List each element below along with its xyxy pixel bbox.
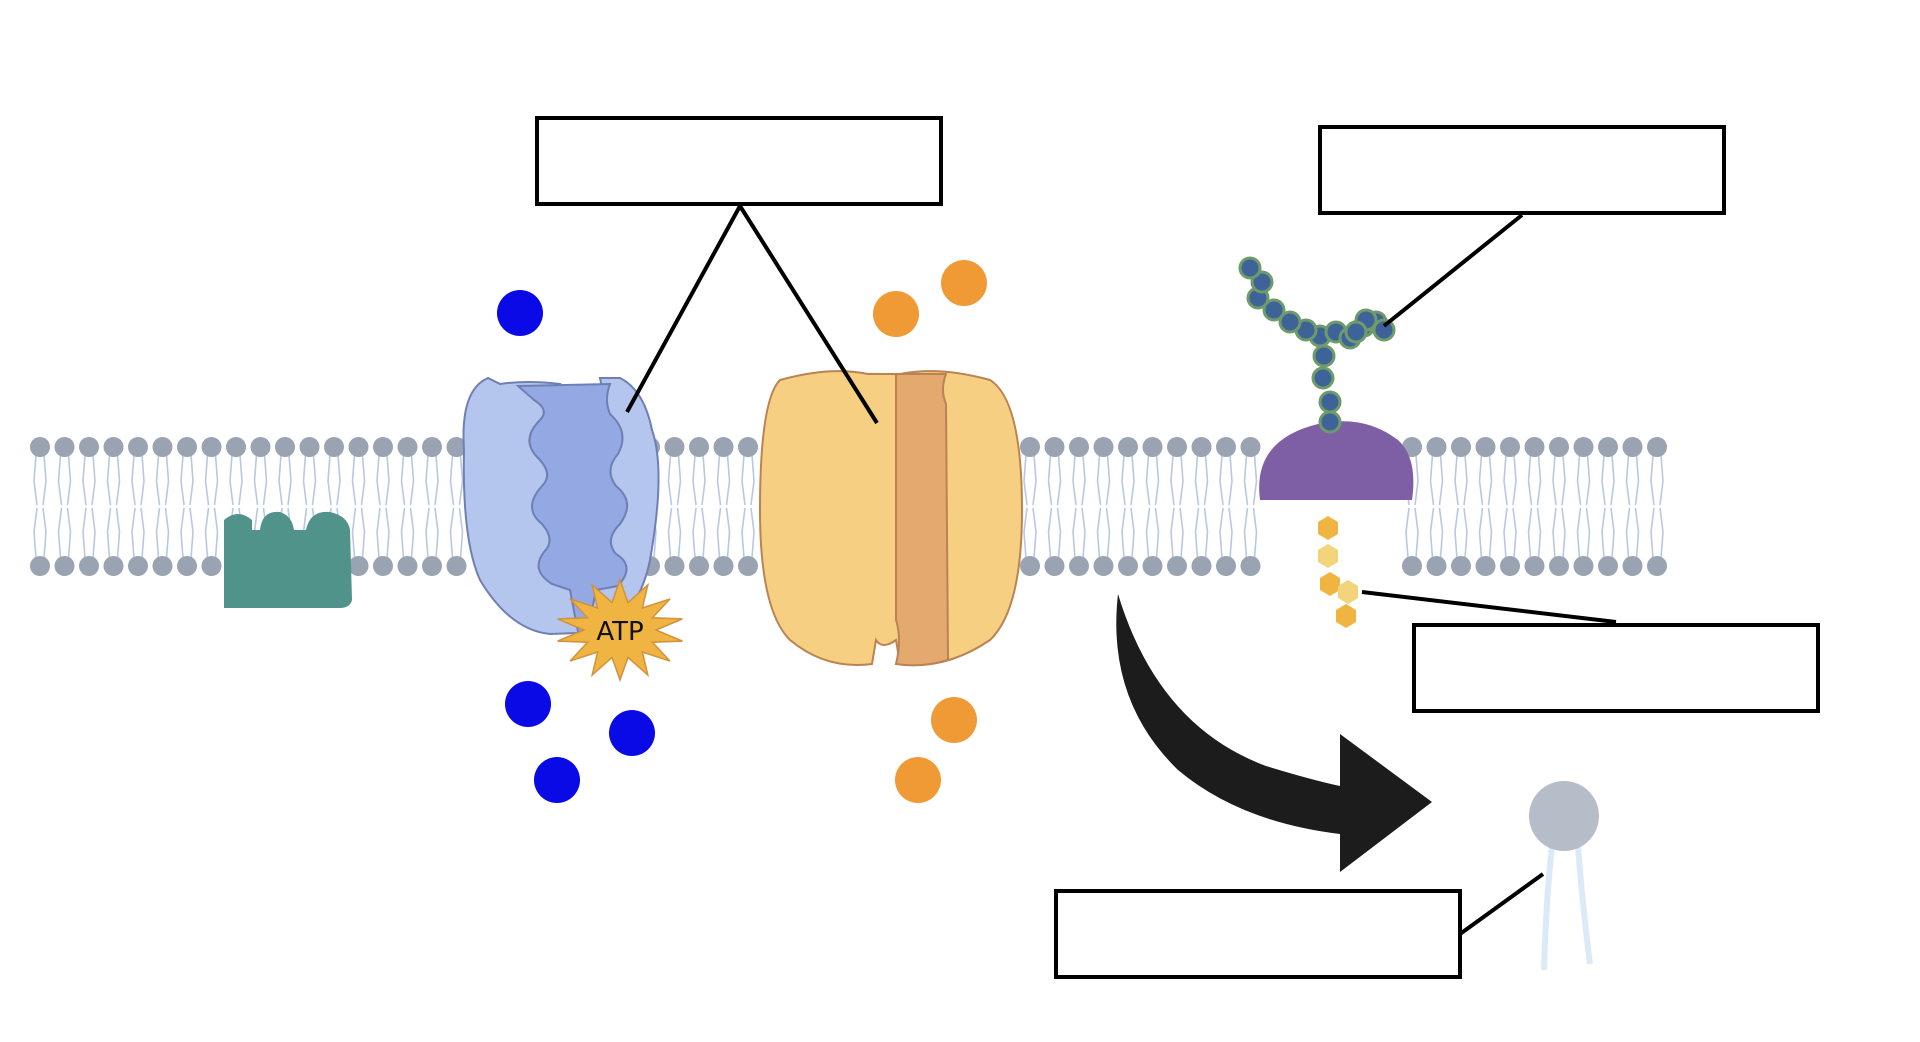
solute-particle [941,260,987,306]
solute-particle [505,681,551,727]
peripheral-protein [224,511,352,608]
curved-arrow [1116,594,1432,872]
label-box-carbohydrate-chain[interactable] [1318,125,1726,215]
channel-solutes [873,260,987,803]
sugar-bead [1238,256,1262,280]
solute-particle [873,291,919,337]
channel-protein [758,370,1024,667]
leader-line [1458,872,1545,936]
atp-burst: ATP [557,577,683,683]
label-box-lipid-anchor[interactable] [1412,623,1820,713]
sugar-bead [1262,298,1286,322]
sugar-bead [1344,320,1368,344]
sugar-bead [1372,318,1396,342]
solute-particle [534,757,580,803]
atp-label: ATP [596,617,643,647]
label-box-membrane-transport-proteins[interactable] [535,116,943,206]
solute-particle [609,710,655,756]
sugar-bead [1312,344,1336,368]
solute-particle [895,757,941,803]
leader-line [738,204,879,425]
sugar-bead [1311,366,1335,390]
phospholipid-molecule [1529,781,1599,971]
label-box-phospholipid[interactable] [1054,889,1462,979]
sugar-bead [1278,310,1302,334]
carbohydrate-chain [1238,256,1396,434]
solute-particle [931,697,977,743]
pump-solutes [497,290,655,803]
leader-line [625,205,742,413]
leader-line [1382,213,1524,328]
solute-particle [497,290,543,336]
glycoprotein [1259,421,1414,500]
leader-line [1361,590,1617,624]
atp-pump-protein [462,376,660,636]
sugar-bead [1318,390,1342,414]
lipid-anchor [1318,516,1358,628]
sugar-bead [1318,410,1342,434]
